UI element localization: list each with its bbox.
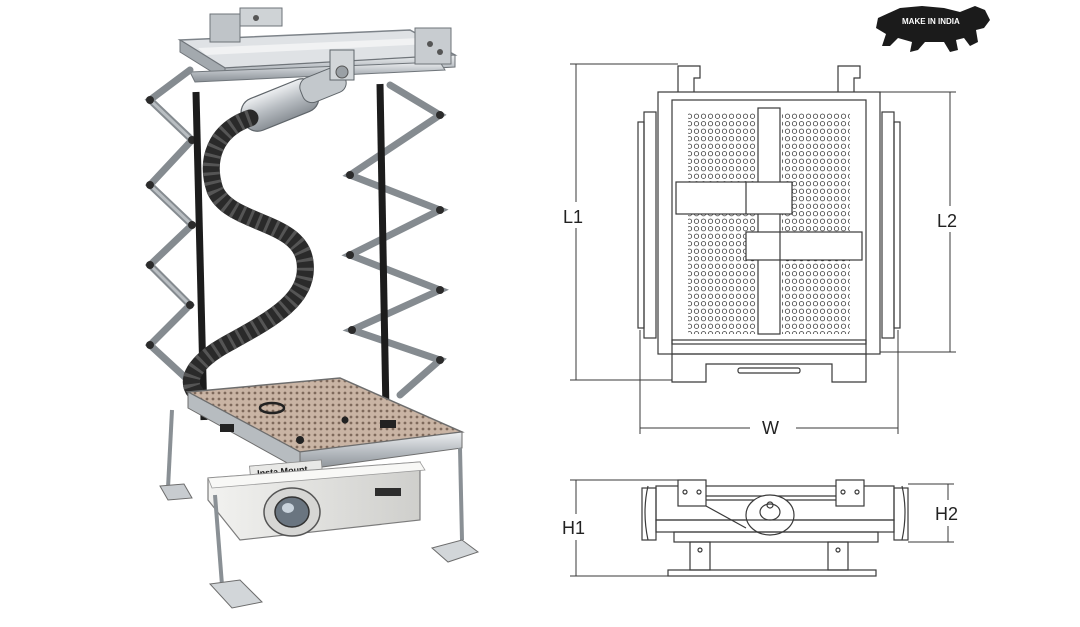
- top-view-drawing: [637, 65, 901, 383]
- right-scissor-arm: [341, 81, 450, 399]
- h1-label-bg: [562, 514, 592, 540]
- motor-unit: [240, 49, 355, 132]
- left-scissor-pivots: [146, 96, 196, 349]
- dimension-h2: H2: [935, 504, 958, 524]
- projector: [207, 461, 426, 541]
- dimension-h1: H1: [562, 518, 585, 538]
- h2-label-bg: [934, 500, 966, 526]
- l1-label-bg: [562, 202, 590, 228]
- l2-label-bg: [936, 206, 966, 232]
- right-scissor-pivots: [346, 111, 444, 364]
- dimension-w: W: [762, 418, 779, 438]
- product-photo: Insta Mount: [144, 7, 480, 609]
- cable-chain: [182, 109, 314, 401]
- lion-icon: [876, 6, 990, 52]
- make-in-india-logo: MAKE IN INDIA: [876, 6, 990, 52]
- support-legs: [159, 409, 480, 609]
- dimension-l2: L2: [937, 211, 957, 231]
- dimension-l1: L1: [563, 207, 583, 227]
- logo-text: MAKE IN INDIA: [902, 17, 960, 26]
- left-scissor-arm: [144, 66, 198, 384]
- top-frame: [177, 7, 458, 83]
- side-view-drawing: [641, 479, 909, 577]
